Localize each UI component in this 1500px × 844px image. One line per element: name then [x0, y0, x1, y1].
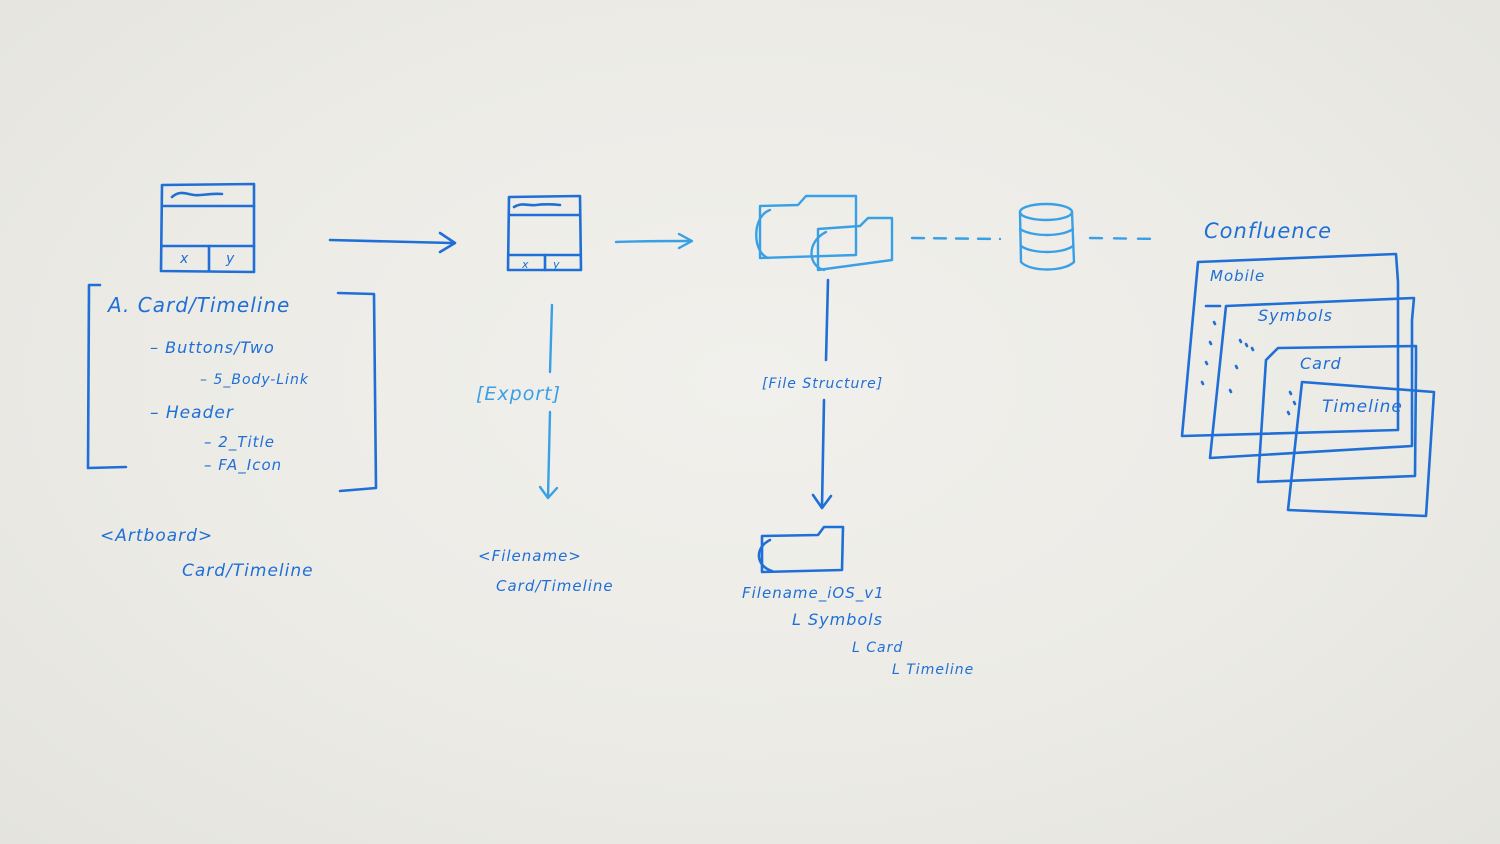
filename-tag: <Filename>: [478, 547, 582, 565]
arrow-to-folders: [614, 232, 694, 250]
artboard-mockup: x y: [159, 182, 256, 274]
export-mockup-cell-y: y: [552, 258, 561, 271]
artboard-label: <Artboard> Card/Timeline: [100, 526, 314, 581]
file-structure-flow: [File Structure]: [762, 278, 883, 510]
page-timeline-label: Timeline: [1322, 397, 1403, 417]
page-timeline: Timeline: [1286, 380, 1436, 518]
page-card-label: Card: [1300, 354, 1342, 373]
export-label: [Export]: [476, 383, 561, 405]
file-tree-symbols: L Symbols: [792, 610, 883, 629]
export-flow: [Export]: [476, 303, 561, 500]
layer-item-buttons: – Buttons/Two: [150, 338, 275, 357]
dashed-link-database: [910, 236, 1002, 241]
layer-list: A. Card/Timeline – Buttons/Two – 5_Body-…: [86, 283, 378, 493]
file-tree-card: L Card: [852, 640, 903, 656]
mockup-cell-y: y: [225, 251, 235, 267]
filename-name: Card/Timeline: [496, 577, 614, 595]
page-symbols: Symbols: [1208, 296, 1416, 460]
artboard-name: Card/Timeline: [182, 561, 314, 581]
filename-label: <Filename> Card/Timeline: [478, 547, 614, 595]
mockup-cell-x: x: [179, 251, 189, 267]
layer-item-body-link: – 5_Body-Link: [200, 372, 309, 388]
page-mobile: Mobile: [1180, 252, 1400, 438]
layer-item-a: A. Card/Timeline: [106, 293, 290, 317]
arrow-to-export-mockup: [328, 231, 457, 254]
layer-item-icon: – FA_Icon: [204, 456, 282, 475]
page-symbols-label: Symbols: [1258, 306, 1333, 325]
export-mockup-cell-x: x: [521, 258, 530, 271]
file-tree-timeline: L Timeline: [892, 662, 974, 678]
layer-item-header: – Header: [150, 403, 234, 423]
page-mobile-label: Mobile: [1210, 267, 1265, 285]
database-icon: [1018, 202, 1076, 271]
confluence-pages: Confluence Mobile Symbols Card Timeline: [1180, 219, 1436, 518]
file-structure-label: [File Structure]: [762, 376, 883, 392]
dashed-link-confluence: [1088, 236, 1162, 241]
page-card: Card: [1256, 344, 1418, 484]
project-folder-icon: [757, 525, 845, 574]
export-mockup: x y: [506, 194, 583, 272]
layer-item-title: – 2_Title: [204, 433, 275, 452]
file-tree-root: Filename_iOS_v1: [742, 584, 885, 603]
artboard-tag: <Artboard>: [100, 526, 213, 546]
confluence-title: Confluence: [1204, 219, 1332, 243]
file-tree: Filename_iOS_v1 L Symbols L Card L Timel…: [742, 584, 974, 678]
folders-icon: [755, 194, 894, 272]
